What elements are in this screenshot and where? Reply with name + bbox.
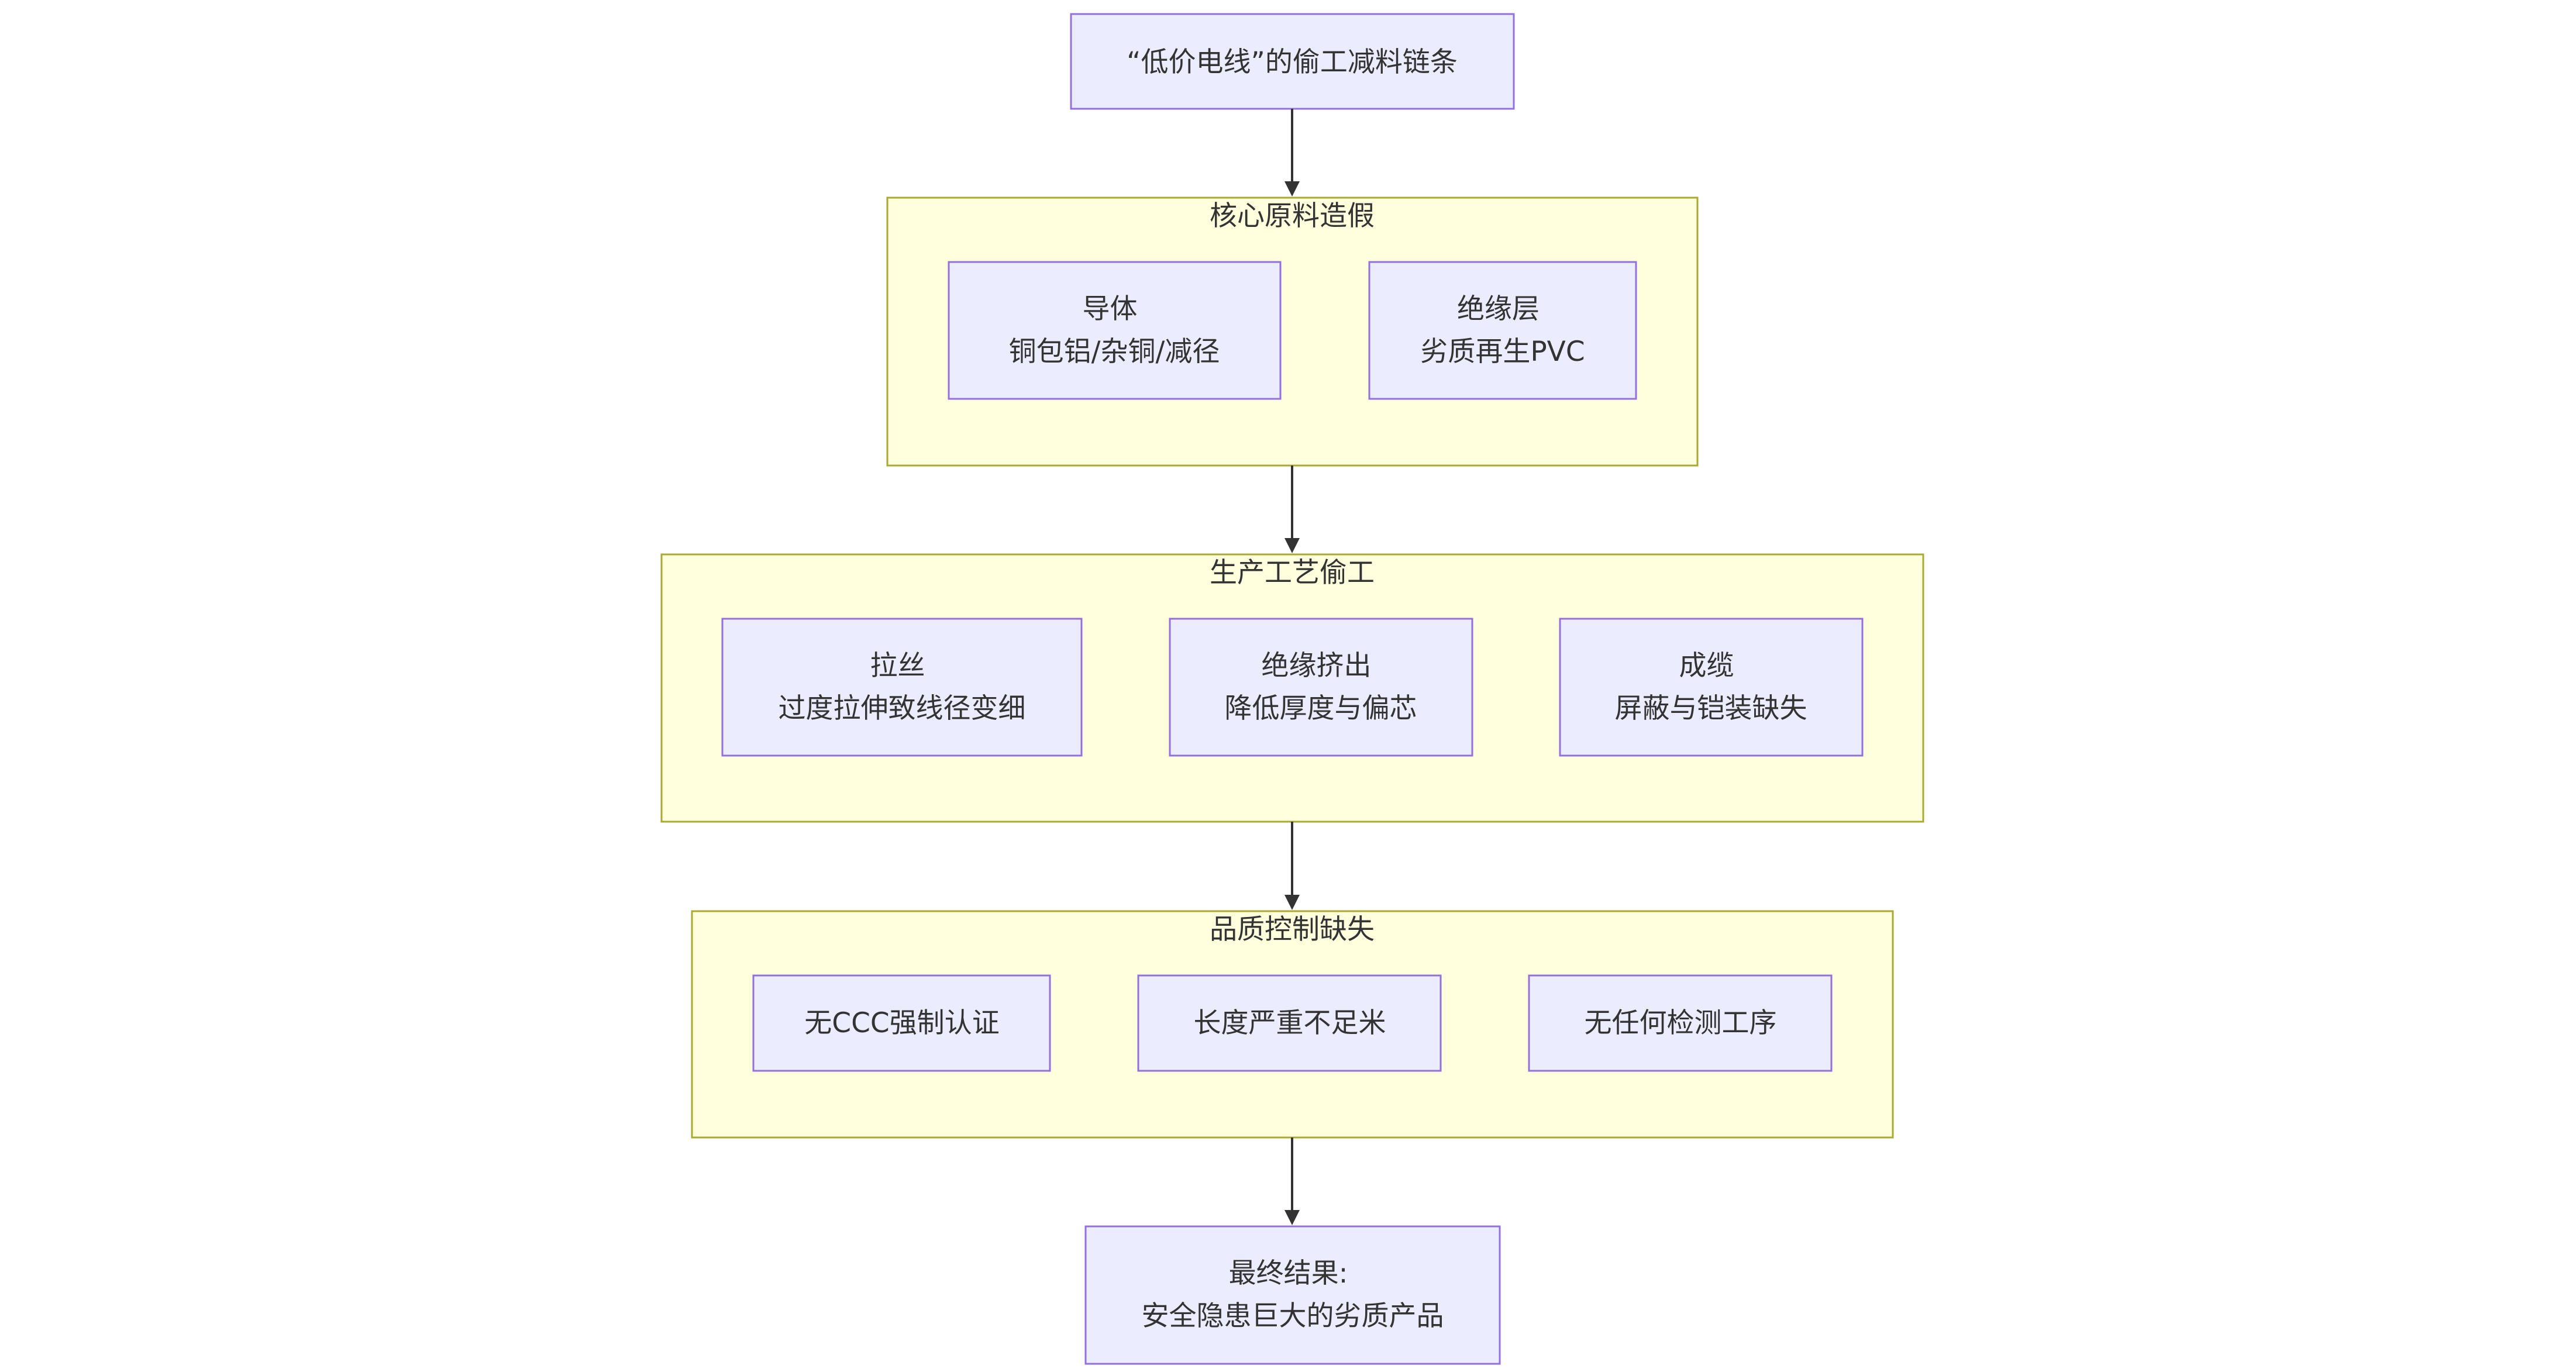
arrowhead-icon (1284, 538, 1300, 553)
flow-node-title: “低价电线”的偷工减料链条 (1070, 13, 1515, 110)
flow-node-result: 最终结果: 安全隐患巨大的劣质产品 (1084, 1225, 1501, 1365)
cluster-raw-materials-title: 核心原料造假 (1210, 200, 1375, 232)
flow-node-result-line2: 安全隐患巨大的劣质产品 (1142, 1300, 1444, 1332)
svg-text:最终结果: 安全隐患巨大的劣质产品: 最终结果: 安全隐患巨大的劣质产品 (1142, 1257, 1444, 1332)
node-wire-drawing: 拉丝 过度拉伸致线径变细 (721, 618, 1083, 757)
node-insulation-line2: 劣质再生PVC (1420, 336, 1585, 368)
node-conductor-line1: 导体 (1083, 293, 1138, 325)
svg-text:拉丝 过度拉伸致线径变细: 拉丝 过度拉伸致线径变细 (779, 650, 1026, 725)
node-no-ccc: 无CCC强制认证 (752, 974, 1051, 1072)
node-no-inspection: 无任何检测工序 (1528, 974, 1833, 1072)
node-wire-drawing-line1: 拉丝 (870, 650, 925, 682)
arrowhead-icon (1284, 895, 1300, 910)
node-insulation-extrusion: 绝缘挤出 降低厚度与偏芯 (1169, 618, 1473, 757)
node-short-length: 长度严重不足米 (1137, 974, 1442, 1072)
node-no-inspection-label: 无任何检测工序 (1585, 1007, 1777, 1039)
node-no-ccc-label: 无CCC强制认证 (804, 1007, 999, 1039)
node-insulation-line1: 绝缘层 (1457, 293, 1540, 325)
svg-text:成缆 屏蔽与铠装缺失: 成缆 屏蔽与铠装缺失 (1615, 650, 1807, 725)
svg-text:绝缘挤出 降低厚度与偏芯: 绝缘挤出 降低厚度与偏芯 (1225, 650, 1417, 725)
node-insulation: 绝缘层 劣质再生PVC (1368, 261, 1637, 400)
svg-text:导体 铜包铝/杂铜/减径: 导体 铜包铝/杂铜/减径 (1009, 293, 1220, 368)
cluster-production-process-title: 生产工艺偷工 (1210, 557, 1375, 589)
node-conductor: 导体 铜包铝/杂铜/减径 (948, 261, 1282, 400)
arrowhead-icon (1284, 181, 1300, 197)
node-insulation-extrusion-line2: 降低厚度与偏芯 (1225, 692, 1417, 725)
svg-text:绝缘层 劣质再生PVC: 绝缘层 劣质再生PVC (1420, 293, 1585, 368)
flow-node-result-line1: 最终结果: (1229, 1257, 1348, 1290)
node-insulation-extrusion-line1: 绝缘挤出 (1262, 650, 1372, 682)
cluster-quality-control-title: 品质控制缺失 (1210, 913, 1375, 946)
node-cabling-line2: 屏蔽与铠装缺失 (1615, 692, 1807, 725)
flow-node-title-label: “低价电线”的偷工减料链条 (1127, 46, 1458, 78)
node-short-length-label: 长度严重不足米 (1194, 1007, 1386, 1039)
arrowhead-icon (1284, 1210, 1300, 1225)
node-cabling: 成缆 屏蔽与铠装缺失 (1559, 618, 1864, 757)
node-wire-drawing-line2: 过度拉伸致线径变细 (779, 692, 1026, 725)
node-cabling-line1: 成缆 (1679, 650, 1734, 682)
node-conductor-line2: 铜包铝/杂铜/减径 (1009, 336, 1220, 368)
